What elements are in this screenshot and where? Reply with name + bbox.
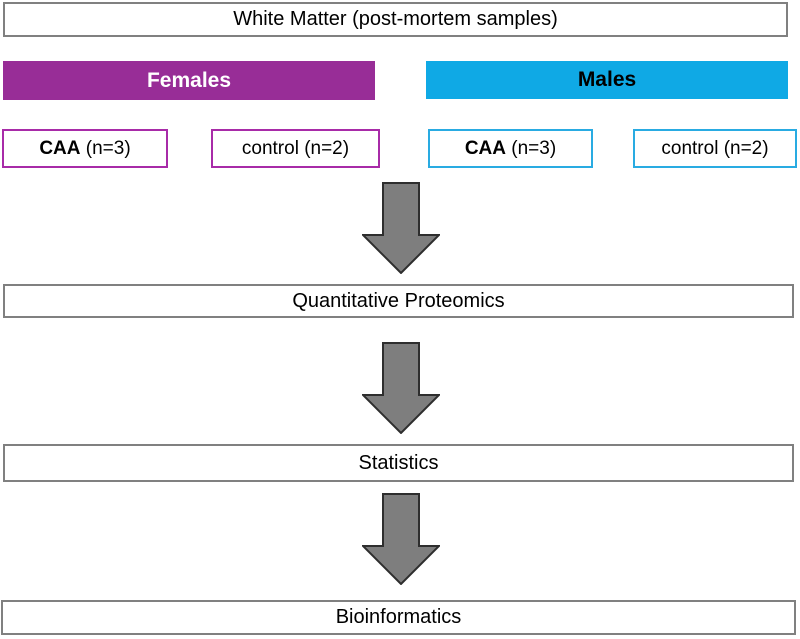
down-arrow-shape [362,493,440,585]
step-box-quantitative-proteomics: Quantitative Proteomics [3,284,794,318]
down-arrow-shape [362,182,440,274]
title-label: White Matter (post-mortem samples) [233,8,558,30]
males-label: Males [577,68,637,91]
males-control-label-rest: control (n=2) [661,137,769,159]
title-box: White Matter (post-mortem samples) [3,2,788,37]
down-arrow-icon [362,182,440,274]
males-group-bar: Males [426,61,788,99]
females-group-bar: Females [3,61,375,100]
step-box-bioinformatics: Bioinformatics [1,600,796,635]
females-control-box: control (n=2) [211,129,380,168]
bioinformatics-label: Bioinformatics [335,606,462,628]
females-caa-label-rest: (n=3) [80,137,131,159]
males-caa-label-bold: CAA [464,137,506,159]
males-caa-label-rest: (n=3) [506,137,557,159]
down-arrow-icon [362,342,440,434]
females-control-label-rest: control (n=2) [241,137,350,159]
females-label: Females [146,68,232,92]
females-caa-box: CAA (n=3) [2,129,168,168]
down-arrow-icon [362,493,440,585]
males-control-box: control (n=2) [633,129,797,168]
down-arrow-shape [362,342,440,434]
quantitative-proteomics-label: Quantitative Proteomics [292,289,505,312]
statistics-label: Statistics [358,451,439,474]
step-box-statistics: Statistics [3,444,794,482]
males-caa-box: CAA (n=3) [428,129,593,168]
females-caa-label-bold: CAA [39,137,81,159]
